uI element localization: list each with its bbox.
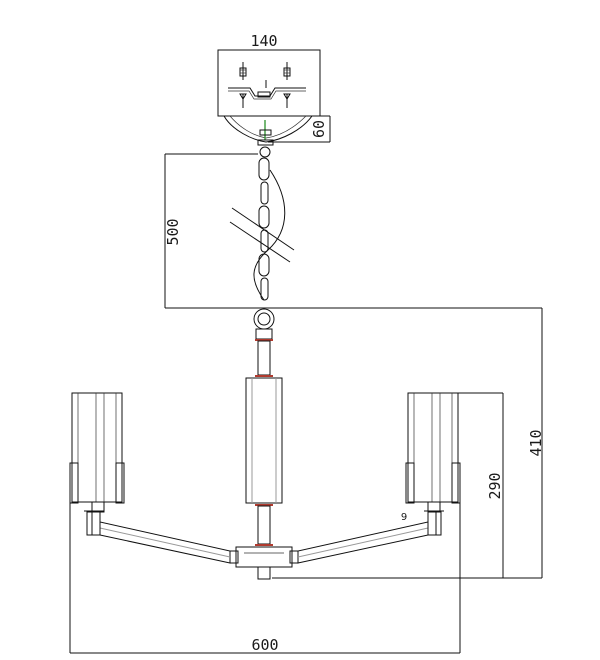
screw-icon	[239, 62, 247, 80]
central-stem	[229, 328, 299, 580]
arm-label: 9	[401, 512, 407, 523]
left-arm	[84, 510, 231, 564]
dimension-lines	[69, 49, 543, 654]
ceiling-canopy	[217, 49, 321, 158]
canopy-width-label: 140	[250, 32, 277, 50]
right-shade	[405, 392, 461, 513]
overall-height-label: 410	[527, 429, 545, 456]
chain	[229, 157, 295, 330]
right-arm	[297, 510, 444, 564]
overall-width-label: 600	[251, 636, 278, 654]
shade-height-label: 290	[486, 472, 504, 499]
screw-icon	[283, 62, 291, 80]
canopy-height-label: 60	[310, 120, 328, 138]
left-shade	[69, 392, 125, 513]
chain-length-label: 500	[164, 218, 182, 245]
